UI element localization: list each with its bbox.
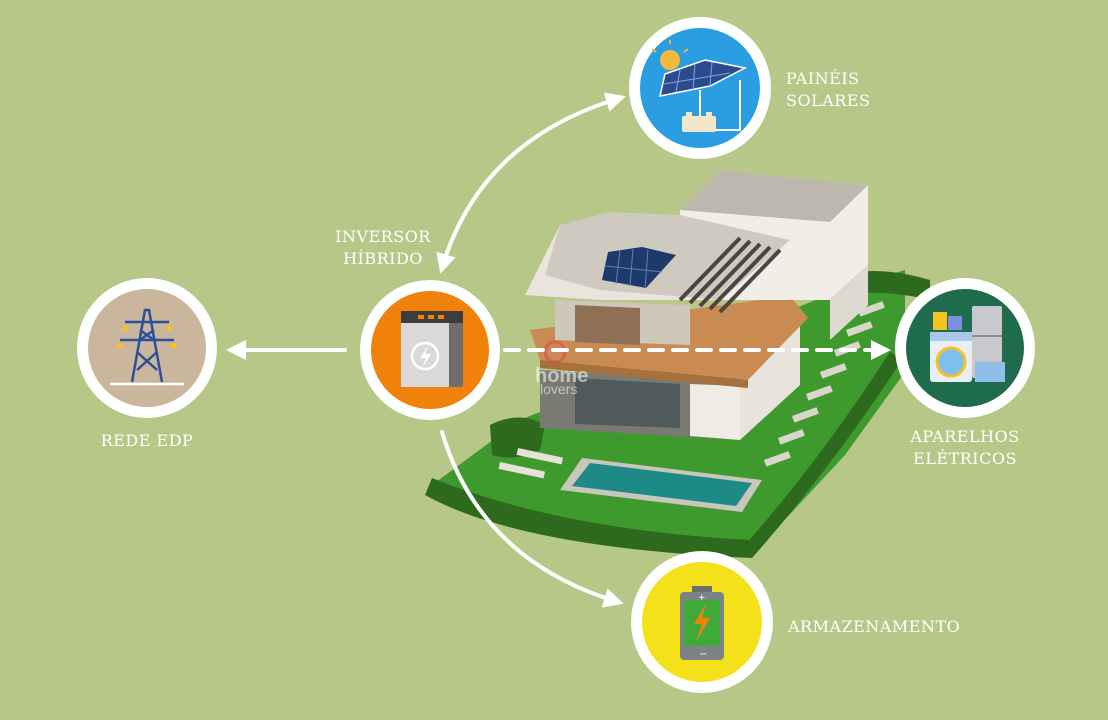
appliances-icon <box>930 306 1005 382</box>
arrow-inverter-solar <box>436 92 626 274</box>
grid-node <box>77 278 217 418</box>
hedge-right <box>745 352 902 558</box>
inverter-icon <box>401 311 463 387</box>
inverter-label: INVERSOR HÍBRIDO <box>333 226 433 270</box>
inverter-node <box>360 280 500 420</box>
storage-label-line1: ARMAZENAMENTO <box>788 617 961 636</box>
watermark: home lovers <box>535 340 588 397</box>
ground-floor-glass <box>575 378 680 428</box>
solar-label-line1: PAINÉIS <box>786 69 860 88</box>
storage-label: ARMAZENAMENTO <box>788 616 960 638</box>
path-stones <box>763 301 885 467</box>
lounger <box>516 447 563 465</box>
watermark-line1: home <box>535 365 588 387</box>
upper-window <box>575 305 640 345</box>
power-tower-icon <box>110 308 184 386</box>
pergola-slats <box>678 236 782 314</box>
watermark-line2: lovers <box>540 381 577 397</box>
battery-icon: + − <box>680 586 724 660</box>
appliances-label-line1: APARELHOS <box>910 427 1020 446</box>
grid-circle <box>88 289 206 407</box>
terrace-edge <box>540 360 748 388</box>
grid-label: REDE EDP <box>87 430 207 452</box>
solar-node <box>629 17 771 159</box>
solar-panel-icon <box>651 40 748 132</box>
appliances-label: APARELHOS ELÉTRICOS <box>905 426 1025 470</box>
svg-text:−: − <box>699 649 707 660</box>
hedge-front <box>425 478 752 558</box>
inverter-label-line2: HÍBRIDO <box>343 249 423 268</box>
solar-label-line2: SOLARES <box>786 91 871 110</box>
storage-node: + − <box>631 551 773 693</box>
solar-label: PAINÉIS SOLARES <box>786 68 870 112</box>
pool-water <box>572 463 752 506</box>
ground-floor-wall <box>690 384 740 440</box>
appliances-node <box>895 278 1035 418</box>
house-illustration <box>425 170 930 558</box>
grid-label-line1: REDE EDP <box>100 431 194 450</box>
roof-top <box>680 170 868 222</box>
lounger <box>498 461 545 479</box>
hedge-left <box>490 417 545 458</box>
svg-text:+: + <box>698 593 706 603</box>
tall-block-side <box>830 265 868 340</box>
inverter-label-line1: INVERSOR <box>335 227 431 246</box>
insulator-dots <box>117 325 177 349</box>
arrow-inverter-storage <box>440 430 624 608</box>
flow-arrows <box>226 92 891 608</box>
appliances-label-line2: ELÉTRICOS <box>913 449 1017 468</box>
